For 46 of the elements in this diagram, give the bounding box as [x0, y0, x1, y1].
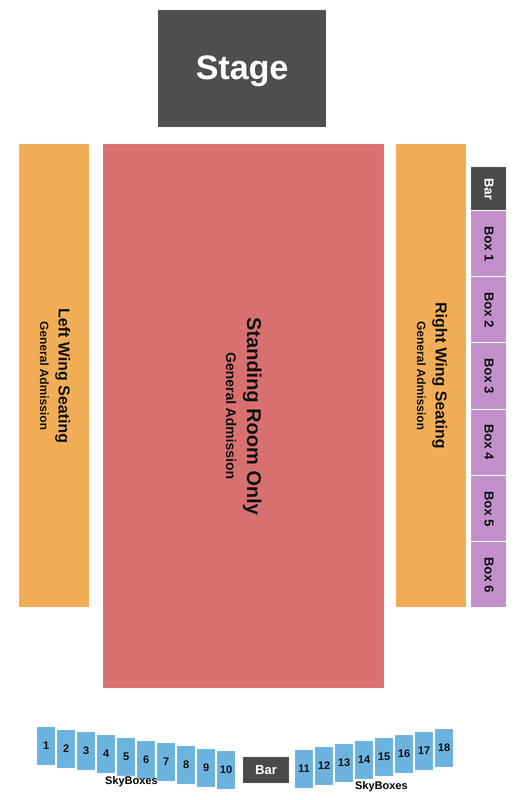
- skybox-section: 14: [355, 741, 374, 779]
- skybox-section: 11: [295, 750, 314, 788]
- skybox-section: 10: [217, 751, 236, 790]
- section-name: Box 5: [481, 490, 496, 526]
- skybox-section: 6: [137, 740, 156, 778]
- box-section: [471, 277, 506, 342]
- skybox-section: 4: [97, 735, 116, 774]
- box-section: [471, 211, 506, 276]
- skybox-section: 9: [197, 748, 216, 787]
- skybox-section: 7: [157, 743, 176, 782]
- section-label: SkyBoxes: [355, 780, 408, 792]
- skybox-section: 17: [415, 732, 434, 770]
- bar-area: [243, 757, 289, 783]
- skybox-section: 3: [77, 732, 96, 770]
- section-name: Bar: [481, 178, 496, 200]
- admission-note: General Admission: [222, 352, 238, 480]
- skybox-section: 2: [57, 730, 76, 768]
- box-section: [471, 476, 506, 541]
- section-name: Box 2: [481, 292, 496, 328]
- section-name: Standing Room Only: [242, 317, 264, 515]
- section-name: Left Wing Seating: [54, 308, 72, 443]
- skybox-section: 13: [335, 744, 354, 782]
- skybox-section: 8: [177, 746, 196, 784]
- skybox-section: 15: [375, 738, 394, 776]
- skybox-section: 5: [117, 738, 136, 776]
- box-section: [471, 410, 506, 475]
- section-name: Box 4: [481, 424, 496, 460]
- section-name: Stage: [196, 50, 288, 88]
- box-section: [471, 542, 506, 608]
- skybox-section: 1: [37, 727, 56, 765]
- box-section: [471, 343, 506, 409]
- stage-area: [158, 10, 326, 127]
- seating-section: [19, 144, 89, 607]
- skybox-section: 16: [395, 735, 414, 773]
- section-name: Box 3: [481, 358, 496, 394]
- admission-note: General Admission: [36, 321, 50, 430]
- skybox-section: 18: [435, 729, 454, 767]
- section-name: Box 1: [481, 226, 496, 262]
- seating-section: [396, 144, 466, 607]
- section-name: Bar: [255, 762, 277, 778]
- bar-area: [471, 167, 506, 210]
- standing-area: [103, 144, 384, 688]
- section-name: Right Wing Seating: [430, 302, 448, 449]
- skybox-section: 12: [315, 747, 334, 785]
- section-name: Box 6: [481, 556, 496, 592]
- admission-note: General Admission: [414, 321, 427, 430]
